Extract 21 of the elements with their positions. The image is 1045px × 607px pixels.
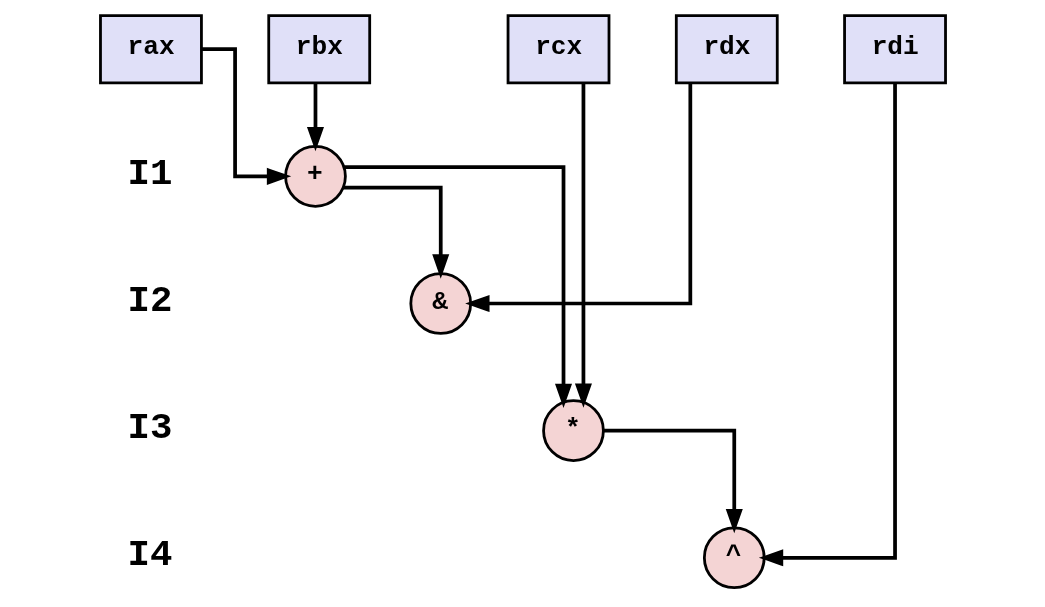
node-box: rax (98, 14, 203, 85)
node-box: rbx (266, 14, 371, 85)
node-box: rdx (674, 14, 779, 85)
label: I3 (127, 407, 172, 450)
node-circle: ^ (702, 526, 766, 590)
node-box: rcx (506, 14, 610, 85)
arrow (603, 428, 743, 534)
node-box: rdi (842, 14, 947, 85)
arrow (306, 83, 324, 152)
label: I1 (127, 152, 172, 195)
arrow (201, 47, 291, 185)
node-circle: + (283, 145, 347, 208)
node-circle: & (408, 272, 472, 335)
arrow (574, 83, 592, 408)
arrow (343, 165, 572, 409)
arrow (758, 83, 897, 567)
node-circle: * (541, 399, 605, 462)
label: I4 (127, 534, 172, 577)
arrow (464, 83, 692, 313)
arrow (342, 185, 449, 279)
label: I2 (127, 279, 172, 322)
